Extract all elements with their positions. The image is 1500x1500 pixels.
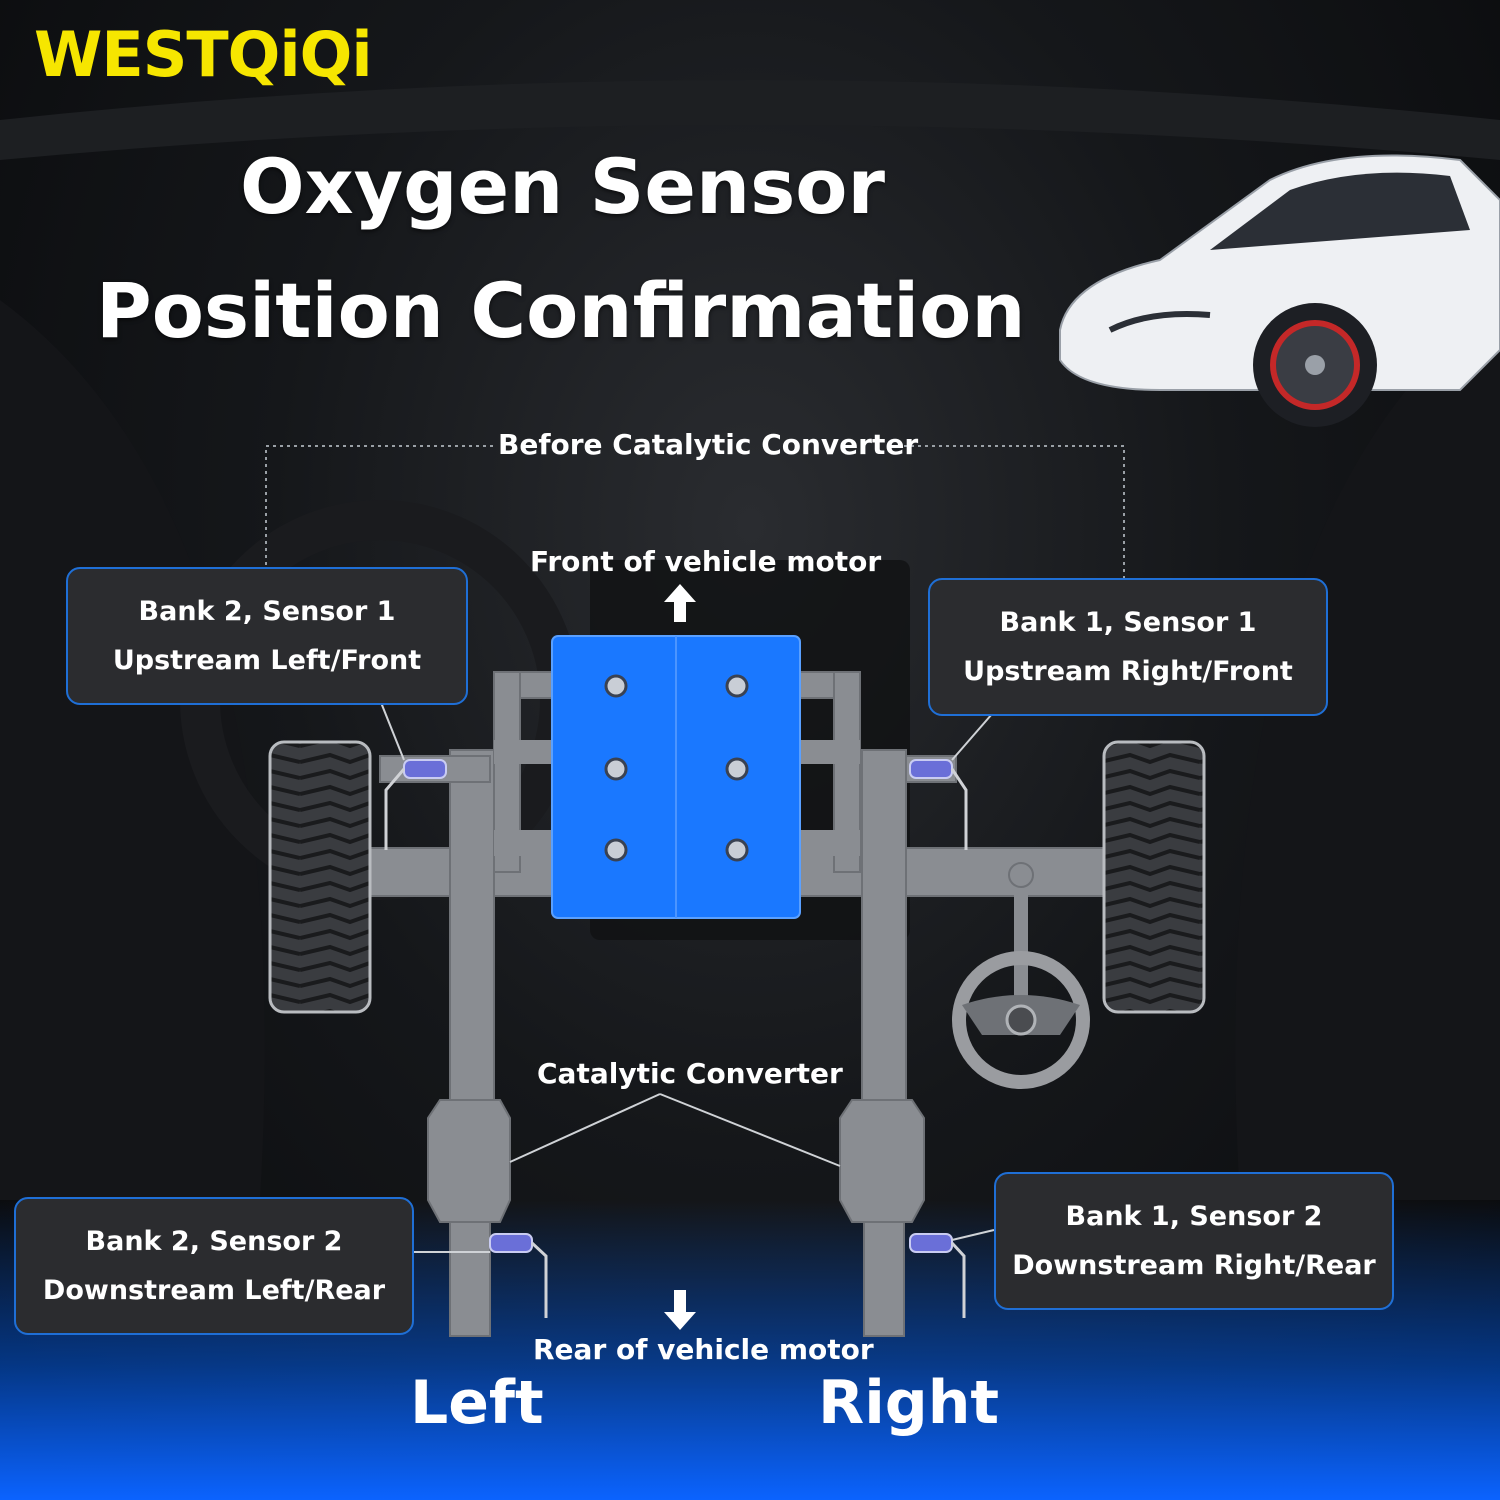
tire-icon (1102, 740, 1206, 1014)
callout-desc: Downstream Left/Rear (42, 1275, 386, 1306)
sensor-markers (403, 759, 953, 1253)
callout-bank2-sensor2: Bank 2, Sensor 2 Downstream Left/Rear (14, 1197, 414, 1335)
catalytic-label: Catalytic Converter (537, 1057, 843, 1090)
callout-title: Bank 2, Sensor 2 (85, 1226, 343, 1257)
title-line-2: Position Confirmation (96, 266, 1026, 355)
callout-desc: Upstream Right/Front (963, 656, 1293, 687)
left-label: Left (410, 1368, 544, 1438)
title-line-1: Oxygen Sensor (240, 142, 885, 231)
arrow-up-icon (664, 584, 696, 622)
callout-title: Bank 2, Sensor 1 (138, 596, 396, 627)
car-icon (1059, 154, 1500, 427)
callout-title: Bank 1, Sensor 1 (999, 607, 1257, 638)
steering-wheel-icon (952, 951, 1090, 1089)
tire-icon (268, 740, 372, 1014)
brand-logo: WESTQiQi (34, 18, 373, 91)
callout-bank1-sensor2: Bank 1, Sensor 2 Downstream Right/Rear (994, 1172, 1394, 1310)
front-motor-label: Front of vehicle motor (530, 545, 882, 578)
arrow-down-icon (664, 1290, 696, 1330)
engine-icon (551, 635, 801, 919)
callout-desc: Downstream Right/Rear (1012, 1250, 1376, 1281)
before-catalytic-label: Before Catalytic Converter (498, 428, 919, 461)
callout-bank2-sensor1: Bank 2, Sensor 1 Upstream Left/Front (66, 567, 468, 705)
right-label: Right (818, 1368, 1000, 1438)
callout-bank1-sensor1: Bank 1, Sensor 1 Upstream Right/Front (928, 578, 1328, 716)
callout-title: Bank 1, Sensor 2 (1065, 1201, 1323, 1232)
rear-motor-label: Rear of vehicle motor (533, 1333, 874, 1366)
callout-desc: Upstream Left/Front (112, 645, 422, 676)
